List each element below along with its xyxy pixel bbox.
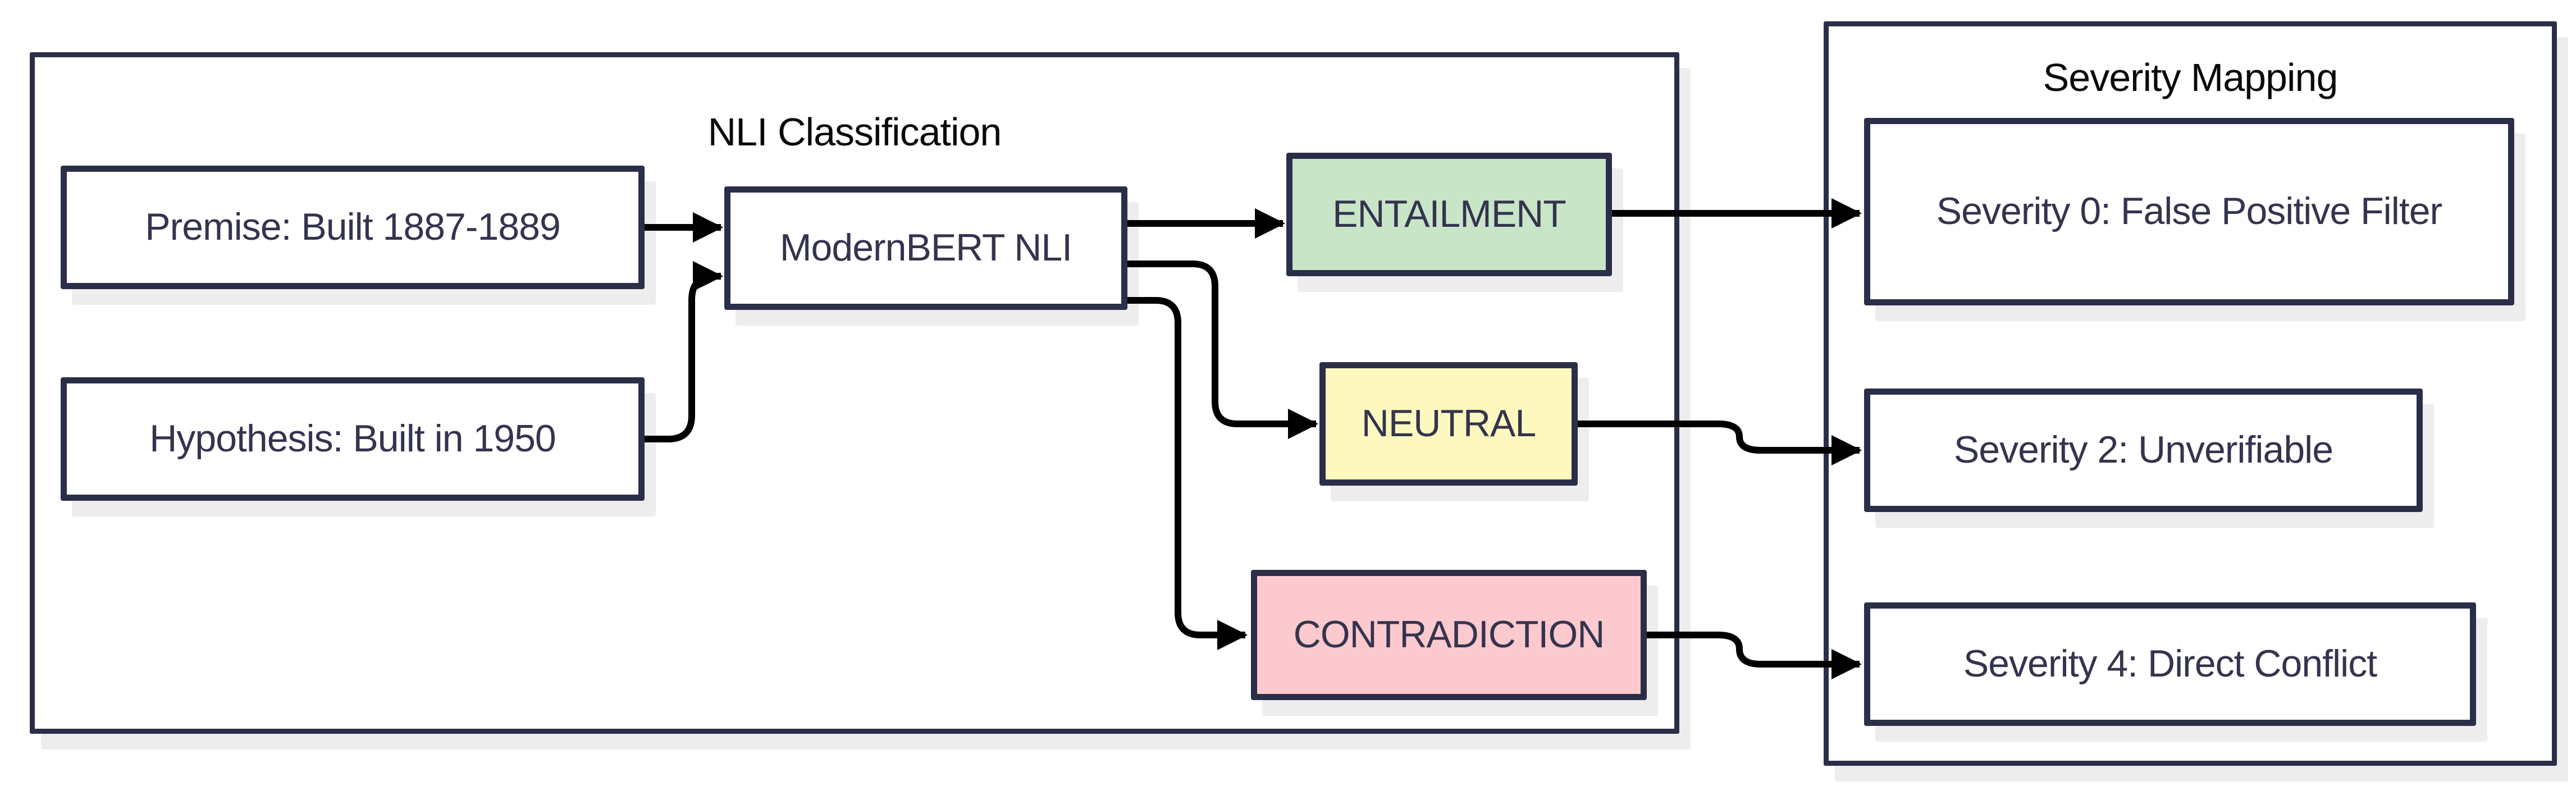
neutral-label: NEUTRAL	[1361, 402, 1536, 445]
modernbert-nli-label: ModernBERT NLI	[779, 226, 1072, 269]
severity-0-node: Severity 0: False Positive Filter	[1864, 118, 2514, 305]
entailment-label: ENTAILMENT	[1332, 193, 1566, 236]
hypothesis-label: Hypothesis: Built in 1950	[149, 417, 556, 460]
entailment-node: ENTAILMENT	[1286, 153, 1612, 276]
severity-0-label: Severity 0: False Positive Filter	[1936, 190, 2442, 233]
contradiction-node: CONTRADICTION	[1251, 570, 1647, 700]
severity-mapping-title: Severity Mapping	[2043, 56, 2339, 99]
modernbert-nli-node: ModernBERT NLI	[724, 186, 1127, 310]
hypothesis-node: Hypothesis: Built in 1950	[61, 377, 645, 501]
severity-2-node: Severity 2: Unverifiable	[1864, 389, 2423, 512]
severity-2-label: Severity 2: Unverifiable	[1953, 428, 2333, 472]
premise-node: Premise: Built 1887-1889	[61, 166, 645, 289]
severity-4-label: Severity 4: Direct Conflict	[1963, 642, 2377, 686]
nli-classification-title: NLI Classification	[707, 110, 1002, 154]
neutral-node: NEUTRAL	[1319, 362, 1578, 486]
severity-4-node: Severity 4: Direct Conflict	[1864, 602, 2476, 726]
premise-label: Premise: Built 1887-1889	[145, 205, 561, 249]
contradiction-label: CONTRADICTION	[1293, 613, 1605, 656]
